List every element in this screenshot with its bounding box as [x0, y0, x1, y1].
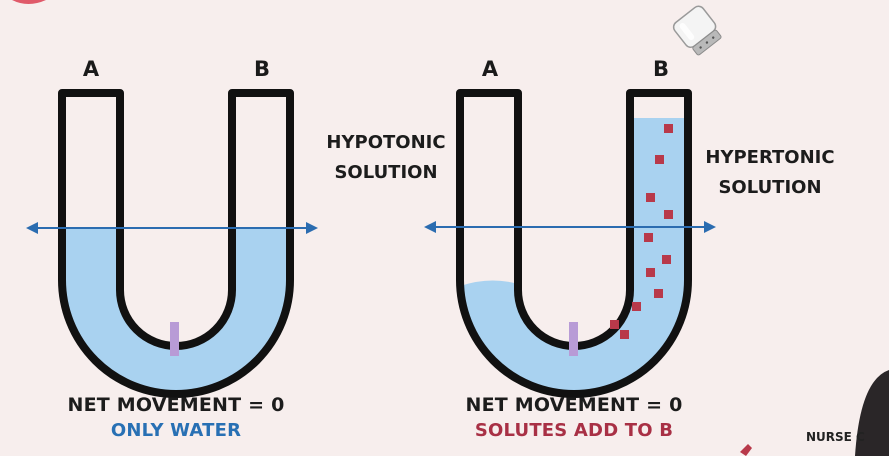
left-label-b: B	[254, 57, 270, 81]
watermark-text: NURSE C	[806, 430, 865, 444]
corner-blob-decoration	[12, 0, 46, 4]
left-label-a: A	[83, 57, 100, 81]
left-caption-line-2: ONLY WATER	[110, 420, 242, 441]
right-membrane	[569, 322, 578, 356]
right-level-arrow	[424, 221, 716, 233]
right-label-b: B	[653, 57, 669, 81]
right-caption-line-2: SOLUTES ADD TO B	[474, 420, 674, 441]
right-caption-line-1: NET MOVEMENT = 0	[465, 394, 683, 416]
hypotonic-line-2: SOLUTION	[334, 162, 438, 183]
right-u-tube	[456, 89, 692, 398]
left-caption: NET MOVEMENT = 0 ONLY WATER	[60, 394, 292, 441]
left-membrane	[170, 322, 179, 356]
right-caption: NET MOVEMENT = 0 SOLUTES ADD TO B	[458, 394, 690, 441]
solute-particles	[610, 124, 673, 339]
hypotonic-label: HYPOTONIC SOLUTION	[318, 128, 454, 188]
left-water	[62, 228, 290, 394]
pen-icon	[740, 444, 752, 456]
left-level-arrow	[26, 222, 318, 234]
left-tube-outline	[58, 89, 294, 398]
hypertonic-line-2: SOLUTION	[718, 177, 822, 198]
hypotonic-line-1: HYPOTONIC	[326, 132, 446, 153]
right-tube-outline	[456, 89, 692, 398]
presenter-silhouette	[855, 370, 889, 456]
hypertonic-label: HYPERTONIC SOLUTION	[700, 143, 840, 203]
salt-shaker-icon	[672, 5, 722, 56]
hypertonic-line-1: HYPERTONIC	[705, 147, 835, 168]
left-caption-line-1: NET MOVEMENT = 0	[67, 394, 285, 416]
left-u-tube	[58, 89, 294, 398]
right-label-a: A	[482, 57, 499, 81]
